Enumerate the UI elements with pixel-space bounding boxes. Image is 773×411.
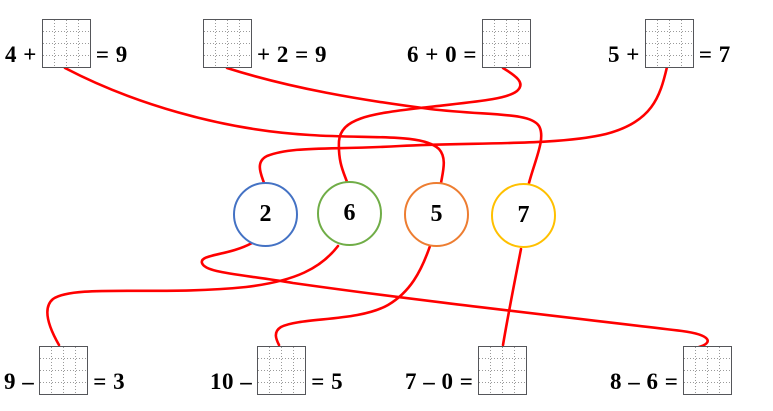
equation-text-after: + 2 = 9 xyxy=(257,42,327,67)
wire-bottom2-to-5 xyxy=(274,244,432,347)
answer-box[interactable] xyxy=(39,346,89,395)
wire-bottom3-to-7 xyxy=(501,247,523,347)
answer-box[interactable] xyxy=(478,346,528,395)
answer-box[interactable] xyxy=(683,346,733,395)
wire-top4-to-2 xyxy=(258,65,669,185)
circle-value: 7 xyxy=(517,202,530,228)
wire-top2-to-7 xyxy=(225,66,543,185)
circle-6[interactable]: 6 xyxy=(317,181,382,246)
answer-box[interactable] xyxy=(41,19,91,68)
equation-text-after: = 5 xyxy=(311,369,344,394)
answer-box[interactable] xyxy=(644,19,694,68)
wire-top1-to-5 xyxy=(63,66,446,185)
equation-text-before: 4 + xyxy=(5,42,37,67)
equation-bottom-4: 8 – 6 = xyxy=(610,345,733,395)
equation-text-before: 8 – 6 = xyxy=(610,369,679,394)
equation-text-after: = 9 xyxy=(95,42,128,67)
wire-top3-to-6 xyxy=(337,66,522,184)
equation-bottom-3: 7 – 0 = xyxy=(405,345,528,395)
equation-text-before: 10 – xyxy=(210,369,253,394)
equation-bottom-2: 10 – = 5 xyxy=(210,345,343,395)
wire-bottom4-to-2 xyxy=(200,241,709,349)
equation-top-2: + 2 = 9 xyxy=(203,18,327,68)
equation-text-after: = 3 xyxy=(93,369,126,394)
answer-box[interactable] xyxy=(257,346,307,395)
answer-box[interactable] xyxy=(203,19,252,68)
equation-bottom-1: 9 – = 3 xyxy=(4,345,125,395)
equation-top-1: 4 + = 9 xyxy=(5,18,128,68)
equation-text-after: = 7 xyxy=(698,42,731,67)
circle-7[interactable]: 7 xyxy=(491,183,556,248)
circle-value: 5 xyxy=(430,201,443,227)
circle-value: 6 xyxy=(343,200,356,226)
equation-text-before: 7 – 0 = xyxy=(405,369,474,394)
equation-text-before: 5 + xyxy=(608,42,640,67)
circle-5[interactable]: 5 xyxy=(404,182,469,247)
circle-value: 2 xyxy=(259,201,272,227)
equation-top-4: 5 + = 7 xyxy=(608,18,731,68)
wire-bottom1-to-6 xyxy=(46,244,340,347)
equation-top-3: 6 + 0 = xyxy=(407,18,531,68)
circle-2[interactable]: 2 xyxy=(233,182,298,247)
answer-box[interactable] xyxy=(481,19,531,68)
equation-text-before: 6 + 0 = xyxy=(407,42,477,67)
equation-text-before: 9 – xyxy=(4,369,35,394)
